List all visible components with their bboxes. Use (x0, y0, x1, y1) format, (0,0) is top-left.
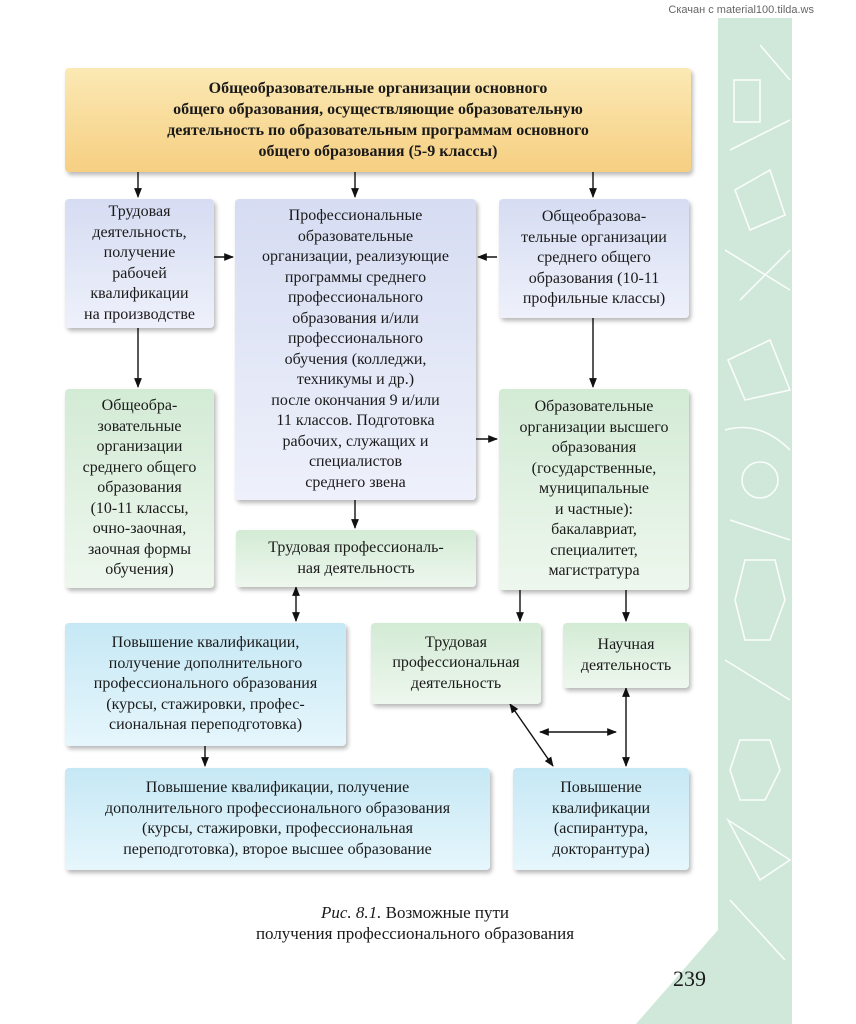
page-number: 239 (673, 966, 706, 991)
box-labor-professional-right-text: Трудовая профессиональная деятельность (392, 633, 520, 692)
box-higher-education-text: Образовательные организации высшего обра… (519, 398, 669, 580)
box-vocational-organizations-text: Профессиональные образовательные организ… (262, 207, 449, 491)
box-basic-general-education-text: Общеобразовательные организации основног… (167, 80, 589, 160)
figure-caption-second: получения профессионального образования (0, 923, 830, 944)
figure-caption-line2: получения профессионального образования (255, 924, 575, 943)
figure-label: Рис. 8.1. (320, 903, 382, 922)
box-scientific-activity: Научная деятельность (563, 623, 689, 688)
box-labor-activity-text: Трудовая деятельность, получение рабочей… (84, 203, 195, 323)
box-labor-professional-mid-text: Трудовая профессиональ- ная деятельность (268, 539, 444, 577)
box-higher-education: Образовательные организации высшего обра… (499, 389, 689, 590)
figure-caption: Рис. 8.1. Возможные пути (0, 902, 830, 923)
box-labor-professional-right: Трудовая профессиональная деятельность (371, 623, 541, 704)
box-postgraduate-text: Повышение квалификации (аспирантура, док… (551, 779, 651, 858)
box-qualification-second-higher-text: Повышение квалификации, получение дополн… (104, 779, 451, 858)
box-scientific-activity-text: Научная деятельность (580, 636, 672, 674)
box-labor-professional-mid: Трудовая профессиональ- ная деятельность (236, 530, 476, 587)
figure-caption-line1: Возможные пути (385, 903, 510, 922)
box-general-profile-classes: Общеобразова- тельные организации средне… (499, 199, 689, 318)
box-basic-general-education: Общеобразовательные организации основног… (65, 68, 691, 172)
box-qualification-upgrade: Повышение квалификации, получение дополн… (65, 623, 346, 746)
box-labor-activity: Трудовая деятельность, получение рабочей… (65, 199, 214, 328)
box-general-profile-classes-text: Общеобразова- тельные организации средне… (521, 208, 667, 308)
box-general-parttime: Общеобра- зовательные организации средне… (65, 389, 214, 588)
watermark: Скачан с material100.tilda.ws (668, 4, 814, 16)
box-vocational-organizations: Профессиональные образовательные организ… (235, 199, 476, 500)
box-general-parttime-text: Общеобра- зовательные организации средне… (82, 397, 197, 579)
box-qualification-second-higher: Повышение квалификации, получение дополн… (65, 768, 490, 870)
box-postgraduate: Повышение квалификации (аспирантура, док… (513, 768, 689, 870)
box-qualification-upgrade-text: Повышение квалификации, получение дополн… (93, 634, 318, 734)
